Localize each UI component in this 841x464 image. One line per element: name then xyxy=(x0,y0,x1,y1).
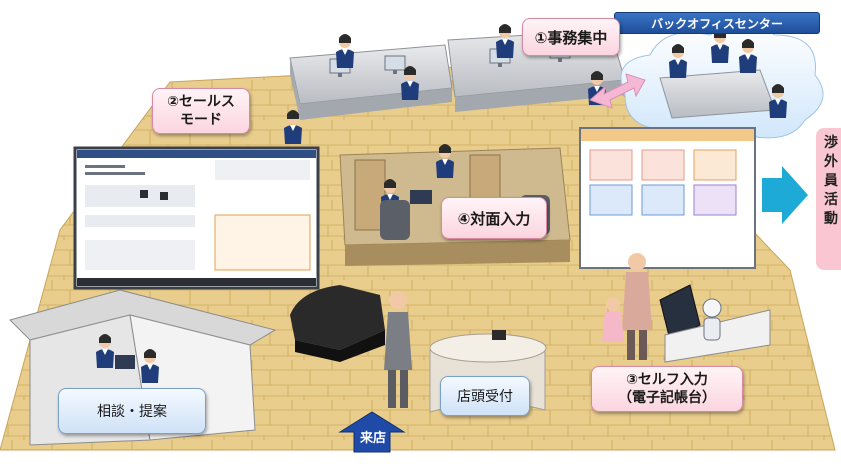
self-input-label: ③セルフ入力 （電子記帳台） xyxy=(591,366,743,412)
arrow-icon xyxy=(762,166,808,224)
back-office-desks xyxy=(284,24,626,144)
person-icon xyxy=(602,253,652,360)
robot-icon xyxy=(659,284,771,363)
consultation-label: 相談・提案 xyxy=(58,388,206,434)
sales-activity-side-label: 渉 外 員 活 動 xyxy=(816,128,841,270)
cloud-icon xyxy=(620,24,824,142)
person-icon xyxy=(384,291,412,408)
sales-mode-screen xyxy=(73,146,320,290)
back-office-center-label: バックオフィスセンター xyxy=(614,12,820,34)
centralized-office-label: ①事務集中 xyxy=(522,18,620,56)
visit-label: 来店 xyxy=(359,430,386,446)
self-input-screen xyxy=(579,127,756,269)
sofa-icon xyxy=(290,285,385,362)
arrow-icon xyxy=(338,411,406,453)
sales-mode-label: ②セールス モード xyxy=(152,88,250,134)
reception-label: 店頭受付 xyxy=(440,376,530,416)
face-to-face-input-label: ④対面入力 xyxy=(441,197,547,239)
